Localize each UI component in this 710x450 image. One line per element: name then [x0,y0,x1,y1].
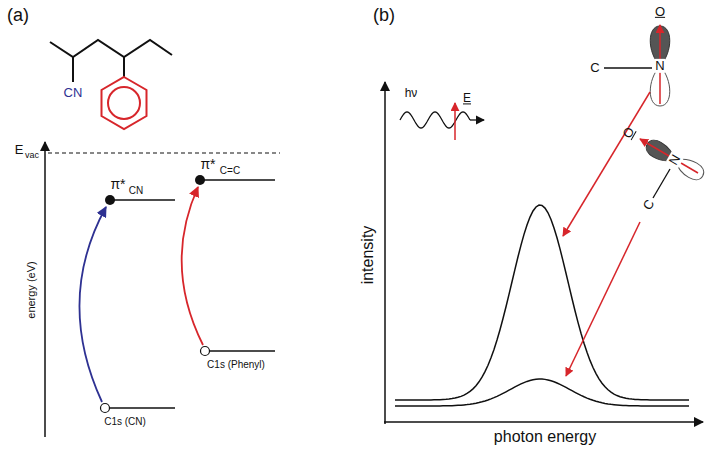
leader-arrow [563,92,650,236]
field-vector [454,103,456,140]
filled-state [195,175,205,185]
atom-label: C [640,197,657,212]
axis-label: energy (eV) [25,261,37,318]
orbital-label: π* [110,177,125,192]
panel-label: (b) [373,6,395,26]
dipole-label: O [620,125,637,141]
vacuum-level [48,152,280,153]
phenyl-bond [123,57,125,77]
orbital-subscript: C=C [220,165,240,176]
level-label: C1s (CN) [104,416,146,427]
core-hole [201,347,210,356]
axis-label: photon energy [494,428,596,446]
field-label: E [463,92,471,105]
dipole-label: O [655,5,665,19]
panel-label: (a) [7,6,29,26]
axis-label: intensity [359,226,377,285]
level-subscript: vac [25,151,39,161]
aromatic-circle [108,87,140,119]
pi-star-cc-level [200,179,275,181]
nitrile-bond [72,57,74,82]
pi-orbital [643,137,707,183]
photon-label: hν [405,87,418,100]
cn-bond [604,67,652,68]
c1s-cn-level [105,407,175,409]
core-hole [101,404,110,413]
transition-dipole [640,139,698,173]
atom-label: C [590,61,599,75]
excitation-arrow [79,207,106,402]
level-label: E [15,143,24,157]
group-label: CN [64,86,83,100]
atom-label: N [654,59,665,73]
light-wave [400,112,470,128]
spectrum-tilted [395,379,689,406]
pi-orbital [650,26,670,106]
carbon-chain [50,40,172,57]
spectra [395,205,689,406]
filled-state [105,195,115,205]
c1s-phenyl-level [205,350,275,352]
phenyl-ring [102,77,147,129]
intensity-axis [384,82,386,424]
energy-axis [44,142,46,437]
propagation-arrow [470,119,484,120]
energy-axis [384,421,703,423]
level-label: C1s (Phenyl) [207,359,265,370]
pi-star-cn-level [110,199,175,201]
orbital-label: π* [200,157,215,172]
orbital-subscript: CN [129,185,143,196]
atom-label: N [666,151,684,168]
leader-arrow [566,222,640,376]
cn-bond [653,169,670,198]
spectrum-parallel [395,205,689,400]
excitation-arrow [182,187,203,345]
